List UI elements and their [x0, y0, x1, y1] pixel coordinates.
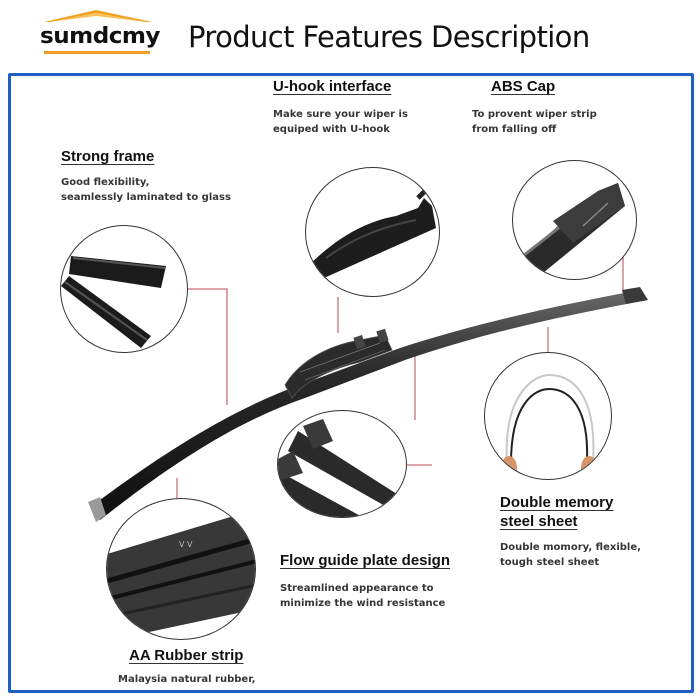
flow-guide-icon: [278, 419, 406, 517]
abs-cap-icon: [518, 183, 625, 273]
roof-chevron-icon: [44, 10, 152, 54]
u-hook-icon: [306, 186, 436, 286]
feature-flow-guide-plate-design: Flow guide plate design Streamlined appe…: [280, 552, 450, 611]
feature-title: AA Rubber strip: [129, 647, 244, 664]
feature-title: Double memory: [500, 494, 614, 511]
feature-description: Double momory, flexible, tough steel she…: [500, 542, 641, 568]
bent-steel-sheet-icon: [501, 373, 597, 479]
feature-title: Strong frame: [61, 148, 155, 165]
feature-description: Malaysia natural rubber,: [118, 674, 256, 685]
feature-description: Streamlined appearance to minimize the w…: [280, 583, 446, 609]
u-hook-detail-circle: [305, 167, 440, 297]
features-frame: [8, 73, 694, 693]
feature-title: Flow guide plate design: [280, 552, 451, 569]
feature-description: To provent wiper strip from falling off: [472, 109, 597, 135]
svg-text:V V: V V: [179, 540, 193, 549]
feature-aa-rubber-strip: AA Rubber strip Malaysia natural rubber,: [118, 647, 255, 687]
flow-guide-detail-circle: [277, 410, 407, 518]
abs-cap-detail-circle: [512, 160, 637, 280]
feature-u-hook-interface: U-hook interface Make sure your wiper is…: [273, 78, 408, 137]
rubber-strip-icon: V V: [107, 509, 255, 639]
feature-description: Make sure your wiper is equiped with U-h…: [273, 109, 408, 135]
steel-sheet-detail-circle: [484, 352, 612, 480]
brand-name: sumdcmy: [40, 24, 160, 49]
rubber-strip-detail-circle: V V: [106, 498, 256, 640]
strong-frame-detail-circle: [60, 225, 188, 353]
brand-logo: sumdcmy: [36, 8, 166, 58]
feature-description: Good flexibility, seamlessly laminated t…: [61, 177, 231, 203]
feature-strong-frame: Strong frame Good flexibility, seamlessl…: [61, 148, 231, 205]
page-title: Product Features Description: [188, 20, 590, 54]
feature-abs-cap: ABS Cap To provent wiper strip from fall…: [472, 78, 597, 137]
feature-title-line2: steel sheet: [500, 513, 578, 530]
feature-double-memory-steel-sheet: Double memory steel sheet Double momory,…: [500, 494, 641, 570]
feature-title: ABS Cap: [491, 78, 556, 95]
feature-title: U-hook interface: [273, 78, 392, 95]
frame-profile-icon: [61, 256, 166, 348]
